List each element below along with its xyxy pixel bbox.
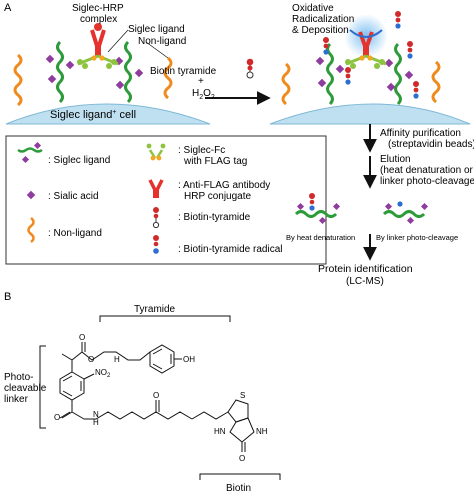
elution-label: linker photo-cleavage) <box>380 176 474 187</box>
affinity-label: (streptavidin beads) <box>388 139 474 150</box>
cell-left <box>5 103 211 125</box>
non-ligand-chain <box>431 60 441 104</box>
legend-antibody: HRP conjugate <box>184 191 252 202</box>
svg-text:HN: HN <box>214 427 226 436</box>
legend-antibody: : Anti-FLAG antibody <box>178 180 270 191</box>
legend-biotin-radical-icon <box>153 235 159 254</box>
siglec-ligand-chain <box>326 42 334 106</box>
photo-linker-label: Photo- <box>4 372 33 383</box>
legend-sialic: : Sialic acid <box>48 191 99 202</box>
biotin-tyramide-icon <box>246 58 254 79</box>
legend-box <box>5 135 327 265</box>
legend-biotin-tyramide: : Biotin-tyramide <box>178 212 251 223</box>
reagent-label: Biotin tyramide <box>150 66 217 77</box>
pointer-line <box>107 29 169 59</box>
step-title: & Deposition <box>292 25 349 36</box>
svg-text:N: N <box>93 410 99 419</box>
complex-title: Siglec-HRP <box>72 3 124 14</box>
siglec-hrp-complex <box>77 23 119 69</box>
reagent-label: + <box>198 76 204 87</box>
complex-title: complex <box>80 14 117 25</box>
cell-right <box>269 103 471 125</box>
elution-label: Elution <box>380 154 411 165</box>
legend-nonligand-icon <box>27 217 35 243</box>
elution-label: (heat denaturation or <box>380 165 474 176</box>
radical-burst <box>349 29 383 38</box>
svg-text:O: O <box>54 413 60 422</box>
protein-id-label: Protein identification <box>318 263 413 275</box>
legend-ligand-icon <box>17 141 43 164</box>
biotin-label: Biotin <box>226 483 251 494</box>
svg-text:O: O <box>88 355 94 364</box>
legend-biotin-radical: : Biotin-tyramide radical <box>178 244 282 255</box>
step-title: Oxidative <box>292 3 334 14</box>
legend-ligand: : Siglec ligand <box>48 155 110 166</box>
siglec-ligand-chain <box>394 42 402 106</box>
nonligand-label: Non-ligand <box>138 36 186 47</box>
chemical-atom-labels: O O H OH NO2 O H N O S HN NH O <box>54 333 268 463</box>
svg-text:OH: OH <box>183 355 195 364</box>
legend-siglec-fc: : Siglec-Fc <box>178 145 225 156</box>
tyramide-label: Tyramide <box>134 304 176 315</box>
svg-text:O: O <box>153 391 159 400</box>
affinity-label: Affinity purification <box>380 128 461 139</box>
deposited-biotin-group <box>323 11 419 99</box>
svg-text:NO2: NO2 <box>95 368 111 379</box>
by-heat-label: By heat denaturation <box>286 233 355 242</box>
siglec-ligand-chain <box>56 40 64 104</box>
non-ligand-chain <box>163 56 173 100</box>
panel-a-label: A <box>4 2 12 14</box>
svg-text:NH: NH <box>256 427 268 436</box>
svg-text:O: O <box>79 333 85 342</box>
non-ligand-chain <box>13 53 23 107</box>
panel-b-label: B <box>4 291 11 303</box>
ligand-label: Siglec ligand <box>128 24 185 35</box>
step-title: Radicalization <box>292 14 354 25</box>
chemical-structure <box>39 315 281 480</box>
siglec-hrp-complex <box>345 31 387 69</box>
by-linker-label: By linker photo-cleavage <box>376 233 458 242</box>
reagent-label: H2O2 <box>192 88 215 101</box>
non-ligand-chain <box>281 62 291 106</box>
photo-linker-label: cleavable <box>4 383 47 394</box>
legend-siglec-fc: with FLAG tag <box>183 156 247 167</box>
eluted-ligand-linker <box>382 201 429 225</box>
legend-biotin-tyramide-icon <box>152 207 160 229</box>
cell-label: Siglec ligand+ cell <box>50 109 136 121</box>
legend-antibody-icon <box>148 179 164 198</box>
svg-text:H: H <box>114 355 120 364</box>
photo-linker-label: linker <box>4 394 29 405</box>
svg-text:S: S <box>240 391 245 400</box>
svg-text:H: H <box>93 418 99 427</box>
legend-siglec-fc-icon <box>146 143 166 161</box>
eluted-ligand-heat <box>294 193 341 225</box>
siglec-ligand-chain <box>124 40 132 104</box>
svg-text:O: O <box>239 454 245 463</box>
protein-id-label: (LC-MS) <box>346 276 384 287</box>
sialic-acid-group <box>315 56 414 92</box>
legend-nonligand: : Non-ligand <box>48 228 102 239</box>
